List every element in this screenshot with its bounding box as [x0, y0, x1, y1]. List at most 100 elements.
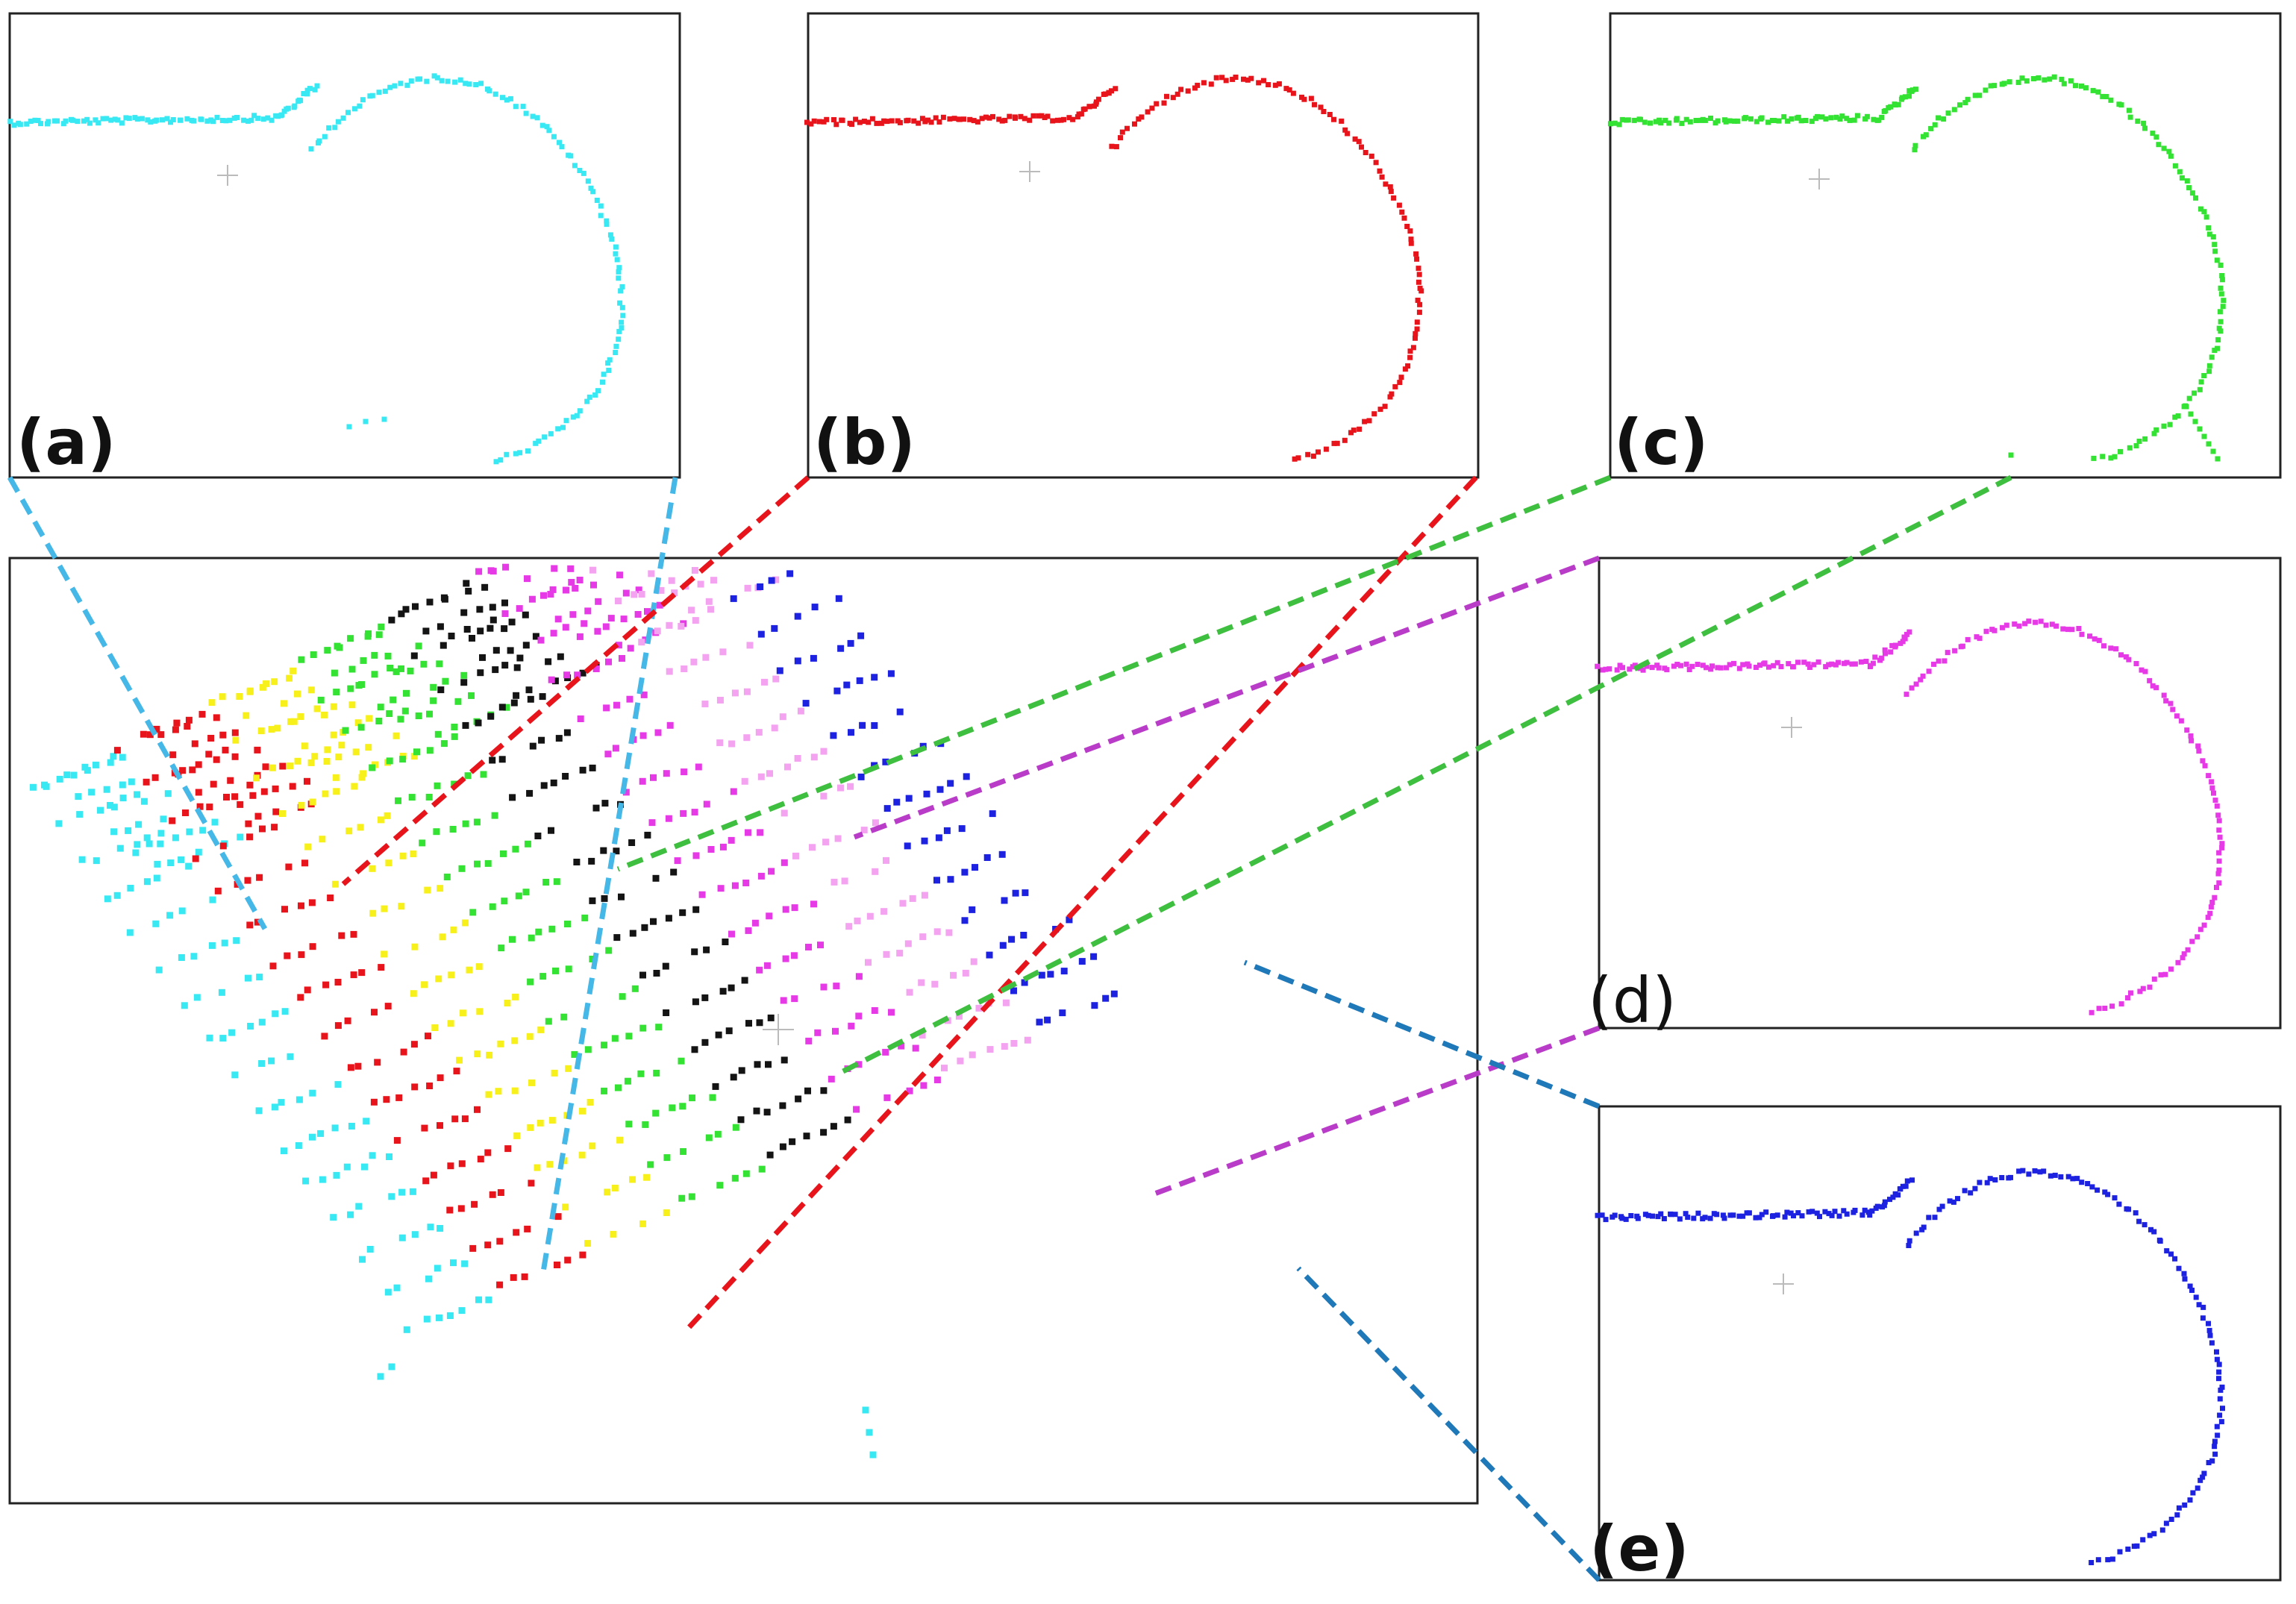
point: [1638, 116, 1643, 122]
point: [1727, 1212, 1733, 1218]
point: [84, 116, 90, 122]
point: [808, 121, 814, 127]
point: [820, 748, 828, 755]
point: [461, 1115, 469, 1123]
point: [604, 218, 610, 224]
point: [1612, 120, 1618, 126]
point: [307, 86, 313, 92]
point: [358, 969, 366, 977]
point: [157, 731, 165, 739]
point: [350, 930, 357, 938]
point: [245, 974, 251, 982]
point: [1415, 298, 1421, 303]
point: [309, 1133, 316, 1141]
point: [576, 577, 584, 583]
point: [2126, 107, 2132, 113]
point: [1047, 971, 1054, 978]
point: [492, 666, 499, 674]
point: [2125, 1547, 2131, 1552]
point: [2195, 1485, 2200, 1491]
point: [2189, 190, 2195, 196]
point: [437, 686, 445, 694]
point: [360, 97, 366, 103]
point: [703, 946, 710, 953]
point: [32, 117, 38, 123]
point: [208, 699, 216, 707]
point: [458, 1160, 466, 1168]
point: [113, 892, 121, 899]
point: [963, 773, 970, 780]
point: [613, 343, 619, 349]
point: [492, 647, 500, 654]
point: [97, 806, 104, 814]
point: [626, 695, 634, 703]
point: [411, 1231, 419, 1238]
point: [574, 413, 580, 419]
point: [2209, 354, 2215, 360]
point: [2200, 758, 2206, 764]
point: [1879, 655, 1885, 661]
point: [358, 774, 366, 781]
point: [1050, 118, 1056, 124]
point: [1391, 195, 1397, 201]
point: [2105, 1191, 2111, 1197]
point: [1814, 1210, 1820, 1216]
point: [848, 729, 854, 736]
point: [2214, 803, 2220, 809]
point: [298, 98, 304, 104]
point: [2219, 845, 2225, 850]
point: [199, 827, 207, 834]
point: [210, 119, 216, 125]
point: [663, 770, 670, 777]
point: [119, 781, 126, 789]
point: [1414, 326, 1420, 332]
point: [648, 819, 656, 827]
point: [1635, 1215, 1641, 1221]
point: [402, 606, 410, 613]
point: [308, 899, 316, 906]
point: [996, 116, 1002, 122]
point: [1001, 897, 1008, 904]
point: [1664, 667, 1670, 673]
point: [1759, 1212, 1765, 1218]
point: [828, 1075, 835, 1083]
point: [475, 719, 482, 727]
panel-e-center-cross-icon: [1773, 1274, 1794, 1294]
point: [495, 1088, 502, 1095]
point: [690, 658, 698, 665]
point: [500, 850, 507, 857]
point: [666, 721, 674, 729]
point: [1405, 363, 1411, 369]
point: [549, 586, 557, 593]
point: [643, 1174, 651, 1181]
point: [809, 844, 816, 851]
point: [1401, 215, 1407, 221]
point: [287, 1053, 294, 1060]
point: [2183, 404, 2189, 410]
point: [688, 1193, 695, 1200]
point: [507, 647, 514, 654]
point: [2126, 1206, 2132, 1212]
point: [866, 119, 872, 125]
connector-c-right: [836, 474, 2012, 1077]
point: [2038, 618, 2044, 624]
point: [2100, 454, 2106, 460]
point: [1368, 153, 1374, 159]
point: [1614, 667, 1620, 673]
point: [1801, 660, 1807, 665]
point: [439, 933, 446, 941]
point: [1413, 330, 1418, 336]
point: [321, 1033, 328, 1040]
point: [452, 79, 458, 85]
point: [1895, 101, 1901, 107]
point: [307, 759, 315, 766]
point: [701, 994, 709, 1001]
point: [637, 1070, 645, 1077]
point: [1027, 117, 1033, 123]
point: [662, 962, 669, 970]
point: [666, 668, 673, 675]
point: [213, 756, 220, 763]
point: [563, 586, 569, 594]
point: [265, 115, 271, 121]
point: [2201, 1470, 2207, 1476]
